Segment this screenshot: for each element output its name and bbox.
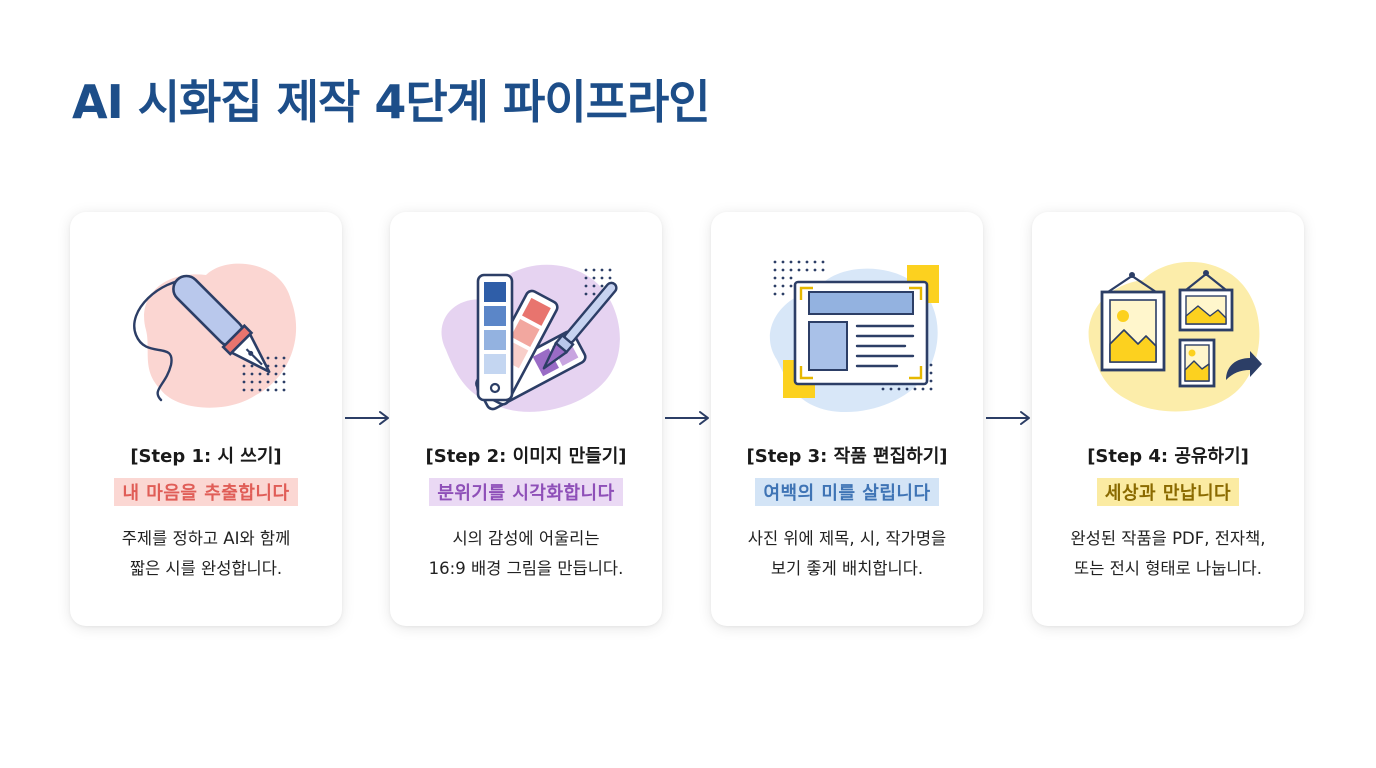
step-description: 완성된 작품을 PDF, 전자책, 또는 전시 형태로 나눕니다.	[1070, 529, 1266, 578]
arrow-right-icon	[665, 411, 709, 425]
step-description: 사진 위에 제목, 시, 작가명을 보기 좋게 배치합니다.	[747, 529, 947, 578]
step-description: 주제를 정하고 AI와 함께 짧은 시를 완성합니다.	[121, 529, 291, 578]
step-tagline: 분위기를 시각화합니다	[429, 478, 623, 506]
share-arrow-icon	[1226, 351, 1262, 380]
layout-editor-icon	[769, 260, 939, 413]
step-card-3: [Step 3: 작품 편집하기] 여백의 미를 살립니다 사진 위에 제목, …	[711, 212, 983, 626]
step-description: 시의 감성에 어울리는 16:9 배경 그림을 만듭니다.	[428, 529, 624, 578]
step-card-2: [Step 2: 이미지 만들기] 분위기를 시각화합니다 시의 감성에 어울리…	[390, 212, 662, 626]
step-label: [Step 3: 작품 편집하기]	[746, 446, 948, 467]
picture-frames-icon	[1088, 261, 1262, 412]
step-card-1: [Step 1: 시 쓰기] 내 마음을 추출합니다 주제를 정하고 AI와 함…	[70, 212, 342, 626]
step-label: [Step 4: 공유하기]	[1087, 446, 1249, 467]
step-tagline: 세상과 만납니다	[1096, 478, 1240, 506]
step-tagline: 내 마음을 추출합니다	[114, 478, 298, 506]
color-palette-icon	[441, 264, 620, 412]
step-label: [Step 1: 시 쓰기]	[130, 446, 282, 467]
fountain-pen-icon	[133, 263, 297, 408]
page-title: AI 시화집 제작 4단계 파이프라인	[72, 75, 711, 129]
step-label: [Step 2: 이미지 만들기]	[425, 446, 627, 467]
step-card-4: [Step 4: 공유하기] 세상과 만납니다 완성된 작품을 PDF, 전자책…	[1032, 212, 1304, 626]
arrow-right-icon	[986, 411, 1030, 425]
step-tagline: 여백의 미를 살립니다	[755, 478, 939, 506]
arrow-right-icon	[345, 411, 389, 425]
